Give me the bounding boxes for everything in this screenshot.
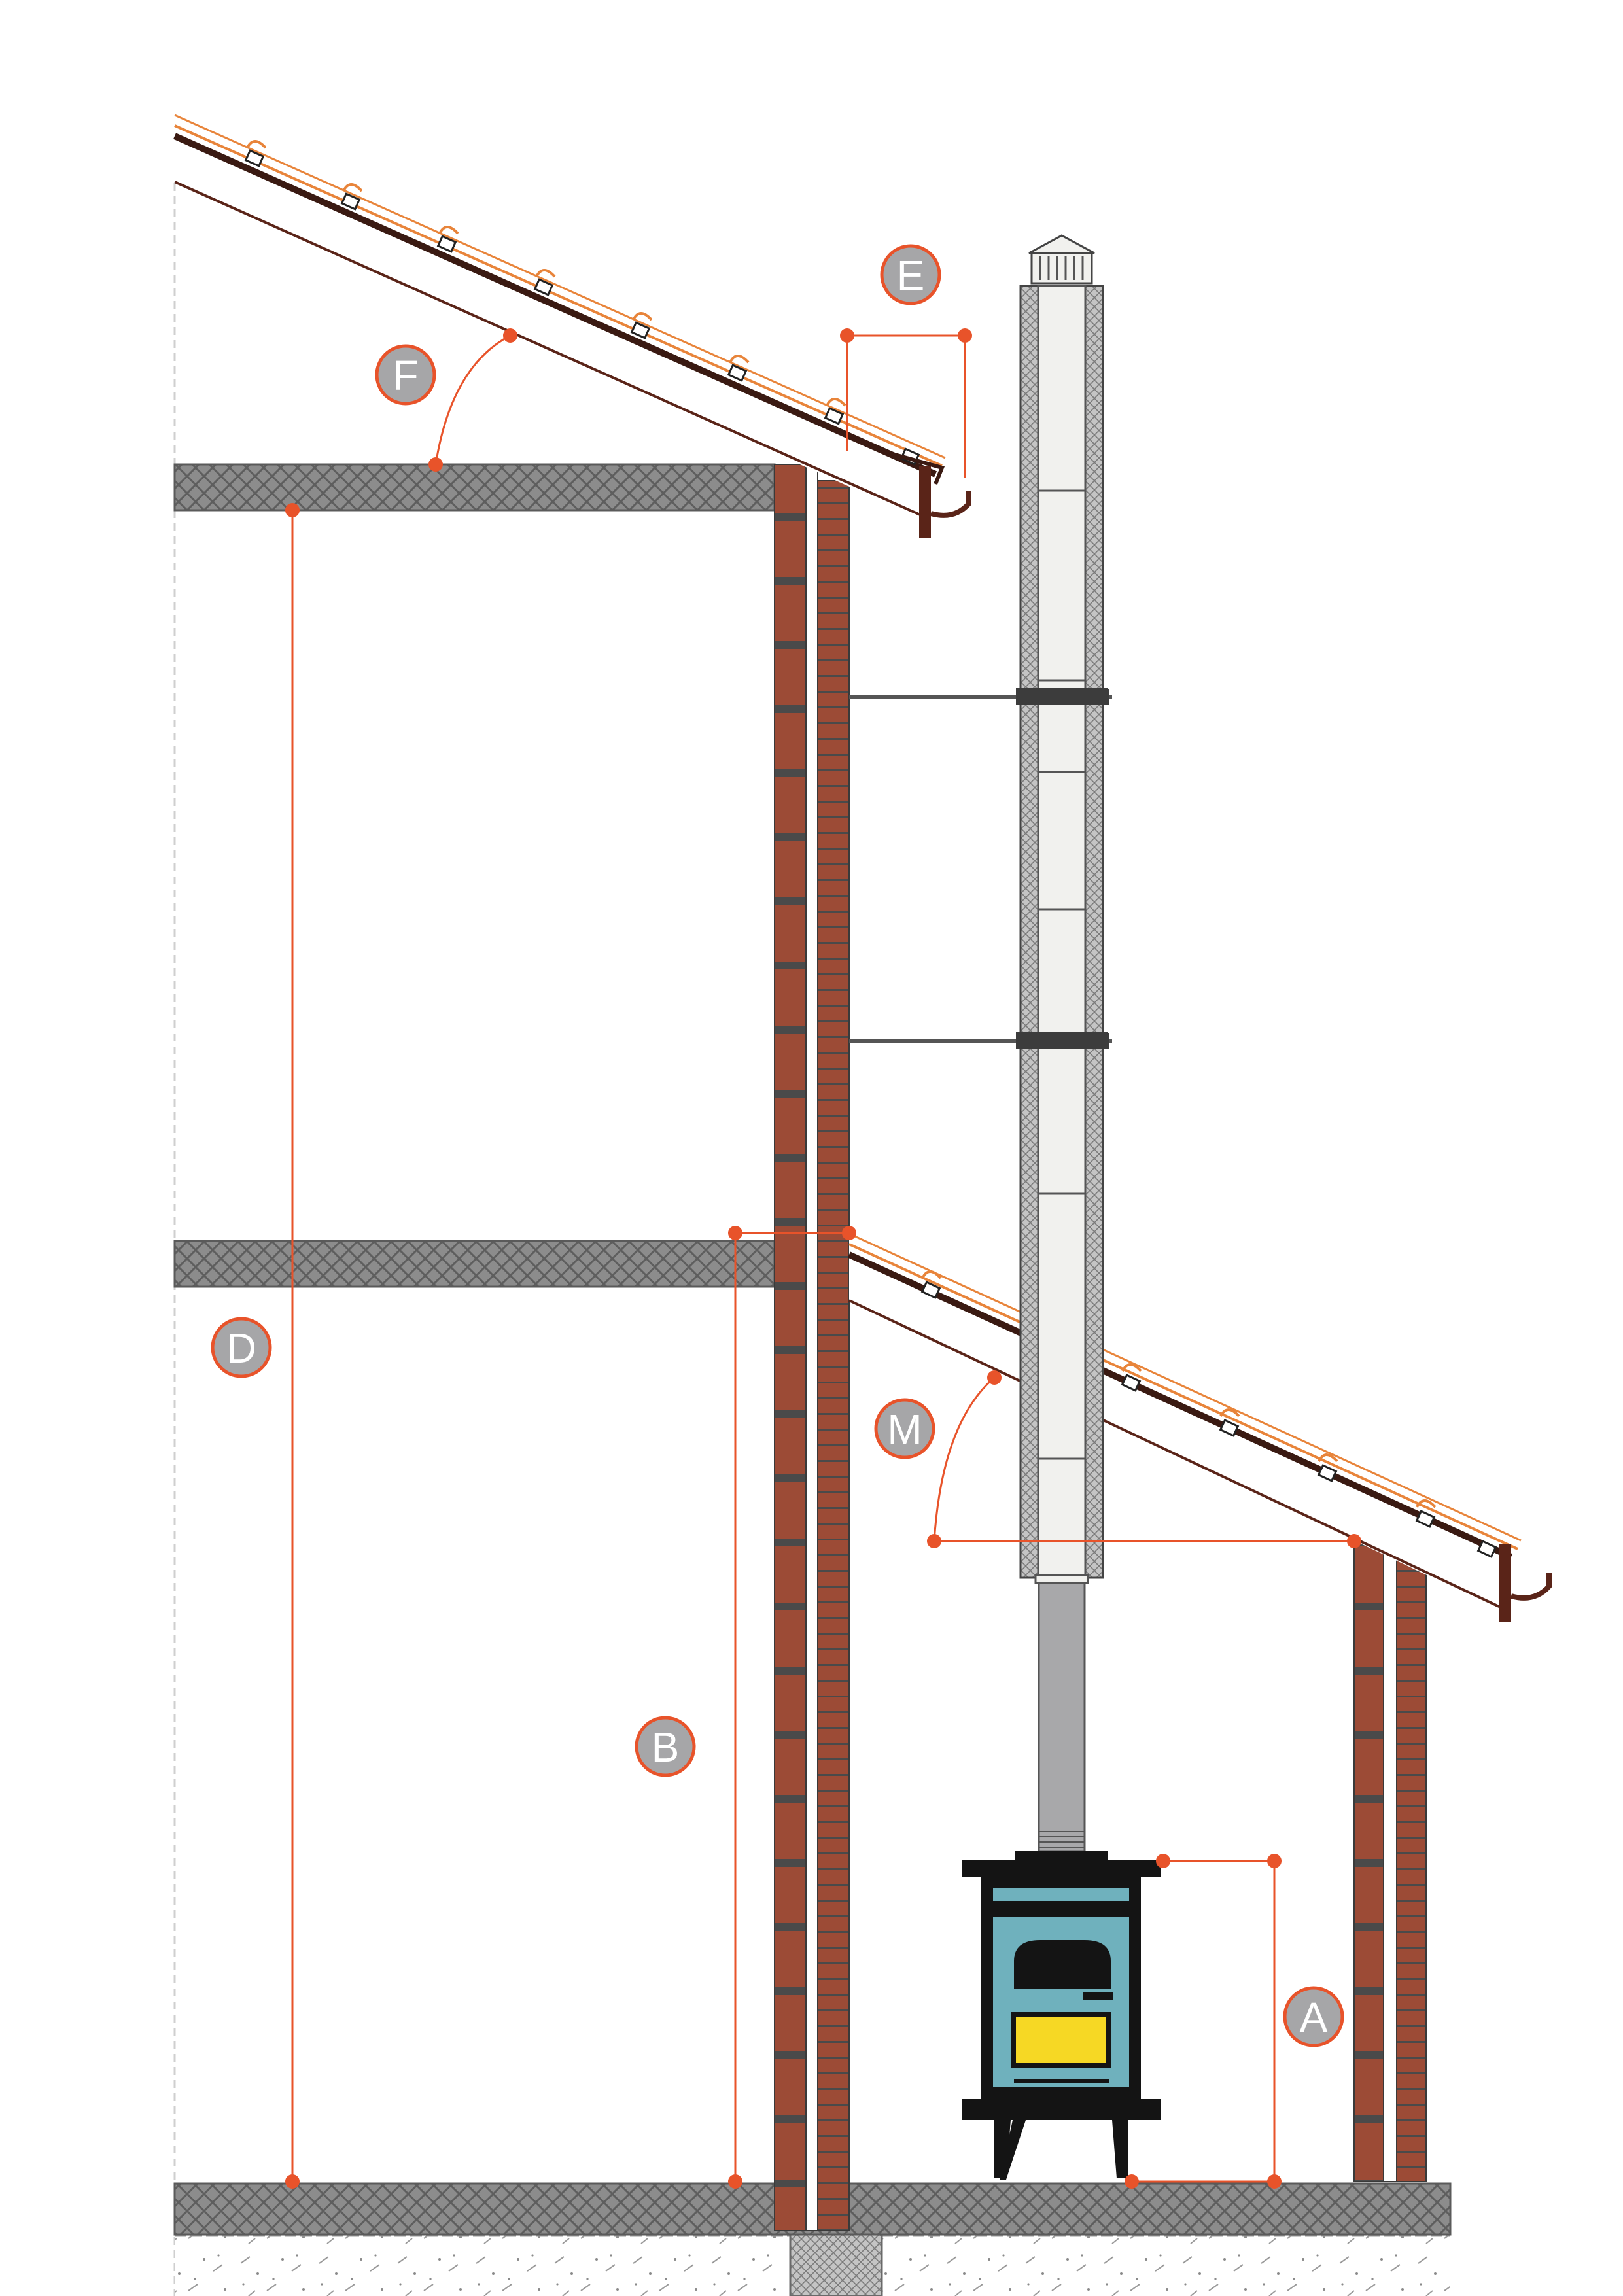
wall-footing [789, 2229, 883, 2296]
label-d: D [226, 1325, 256, 1372]
label-badge-d: D [211, 1317, 272, 1378]
label-badge-b: B [635, 1716, 696, 1777]
dimension-lines [291, 334, 1354, 2183]
insulated-chimney [1016, 285, 1108, 1584]
flue-pipe [1038, 1582, 1086, 1852]
label-b: B [652, 1724, 680, 1771]
gutter-icon [919, 466, 971, 538]
attic-slab [173, 463, 776, 512]
brick-wall-outer [817, 480, 850, 2231]
lower-roof [847, 1232, 1522, 1610]
label-e: E [897, 252, 925, 299]
label-badge-m: M [874, 1398, 935, 1459]
upper-roof [173, 114, 946, 520]
label-badge-f: F [375, 344, 436, 406]
label-badge-a: A [1283, 1986, 1344, 2047]
wood-stove-icon [962, 1851, 1161, 2180]
label-m: M [887, 1406, 922, 1453]
lower-gutter-icon [1499, 1544, 1552, 1622]
first-floor-slab [173, 1240, 776, 1288]
pillar-outer [1396, 1556, 1427, 2182]
brick-wall-inner [774, 464, 807, 2231]
pillar-inner [1353, 1537, 1384, 2182]
dimension-points [285, 328, 1361, 2189]
pillar-gap [1383, 1537, 1397, 2182]
label-badge-e: E [880, 244, 941, 305]
wall-cavity [805, 464, 818, 2231]
label-f: F [393, 352, 418, 399]
label-a: A [1300, 1994, 1328, 2041]
chimney-cap-icon [1028, 234, 1095, 285]
